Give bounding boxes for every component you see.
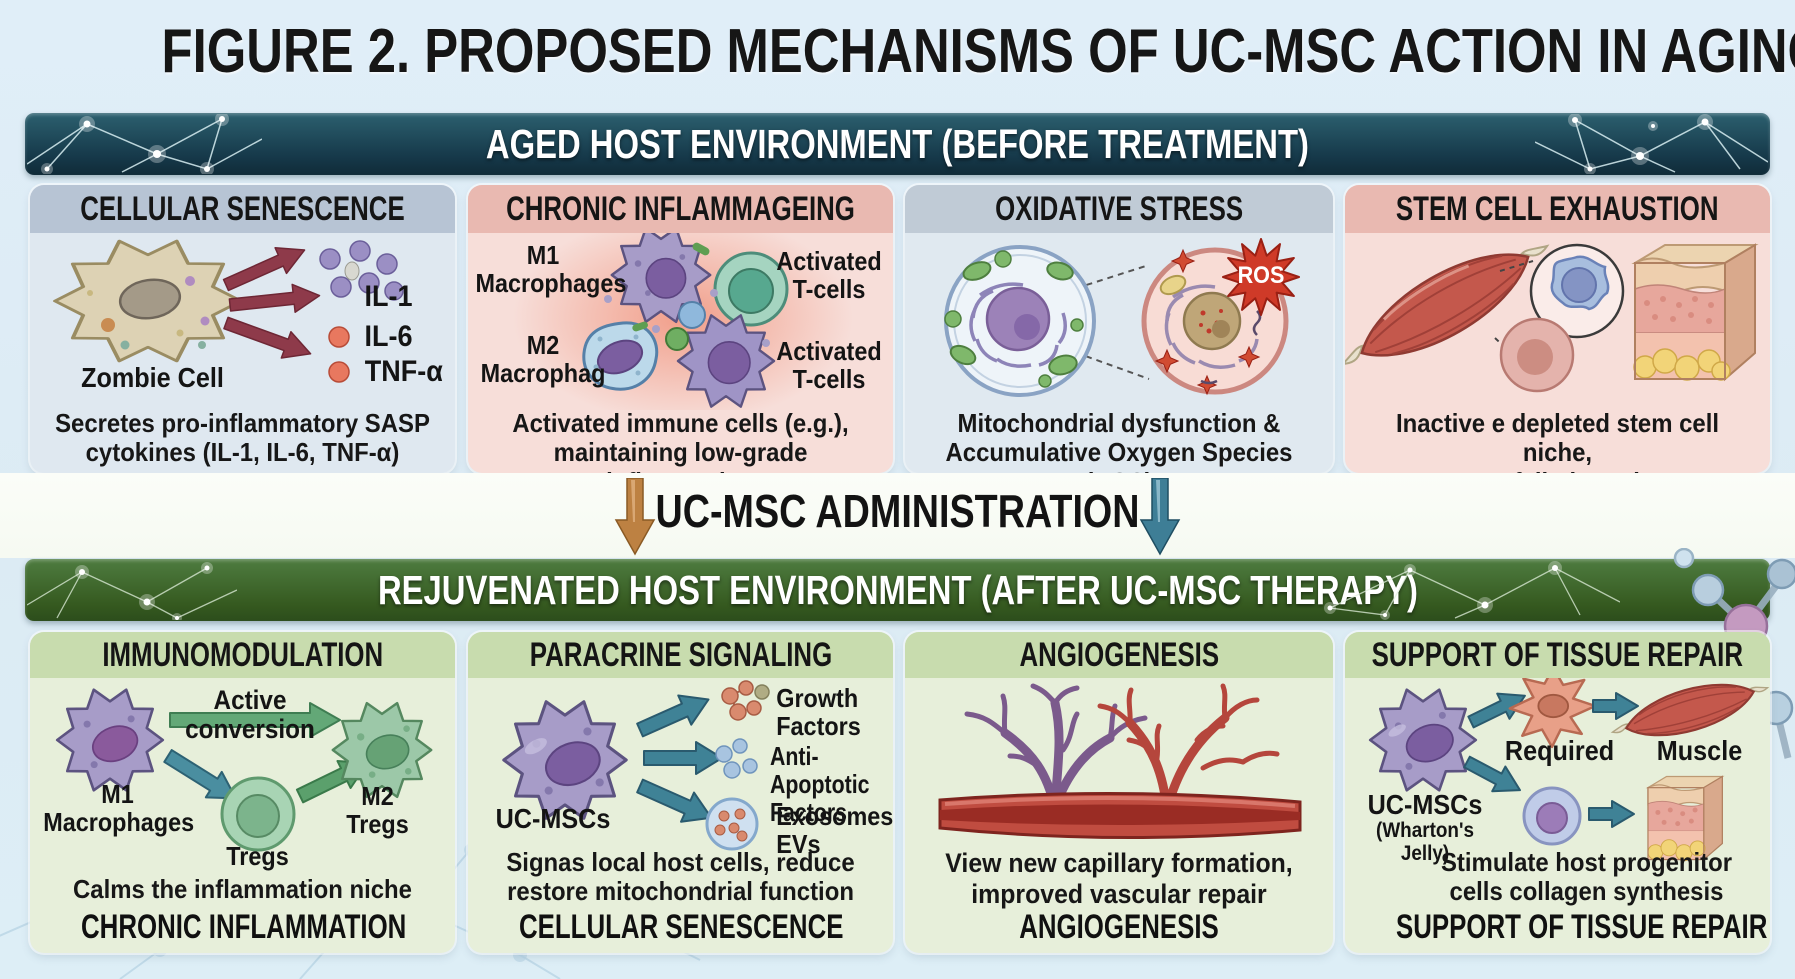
zombie-cell-label: Zombie Cell xyxy=(81,362,224,393)
uc-msc-cell2-icon xyxy=(1368,688,1478,792)
panel-cellular-senescence-title: CELLULAR SENESCENCE xyxy=(80,189,405,228)
m2-tregs-label: M2 Tregs xyxy=(346,781,409,840)
banner-after-text: REJUVENATED HOST ENVIRONMENT (AFTER UC-M… xyxy=(377,566,1418,613)
panel-paracrine-signaling-header: PARACRINE SIGNALING xyxy=(468,632,893,678)
panel-oxidative-stress: OXIDATIVE STRESS xyxy=(905,185,1333,473)
panel-immunomodulation: IMMUNOMODULATION Active conversion M1 Ma… xyxy=(30,632,455,953)
panel-tissue-repair-header: SUPPORT OF TISSUE REPAIR xyxy=(1345,632,1770,678)
progenitor-cell2-icon xyxy=(1522,786,1582,846)
growth-factors-icon xyxy=(721,680,770,721)
secretion-arrows-icon xyxy=(636,694,723,823)
progenitor-cell-icon xyxy=(1499,317,1575,393)
uc-msc-cell-icon xyxy=(502,700,628,820)
panel-cellular-senescence-header: CELLULAR SENESCENCE xyxy=(30,185,455,233)
stem-cell-icon xyxy=(1529,243,1625,339)
activated-tcells-top-label: Activated T-cells xyxy=(776,246,882,305)
panel-angiogenesis-header: ANGIOGENESIS xyxy=(905,632,1333,678)
growth-factors-label: Growth Factors xyxy=(776,683,861,742)
healthy-cell-icon xyxy=(944,245,1096,397)
whartons-jelly-label: (Wharton's Jelly) xyxy=(1376,819,1474,865)
blood-vessel-icon xyxy=(938,791,1302,840)
panel-cellular-senescence: CELLULAR SENESCENCE xyxy=(30,185,455,473)
panel-immunomodulation-footer: CHRONIC INFLAMMATION xyxy=(81,908,407,946)
anti-apoptotic-factors-icon xyxy=(715,738,758,779)
m1-macrophages-after-label: M1 Macrophages xyxy=(43,779,195,838)
exosomes-icon xyxy=(705,797,759,851)
banner-aged-host-environment: AGED HOST ENVIRONMENT (BEFORE TREATMENT) xyxy=(25,113,1770,175)
m1-macrophages-label: M1 Macrophages xyxy=(475,240,627,299)
panel-cellular-senescence-caption: Secretes pro-inflammatory SASP cytokines… xyxy=(55,408,430,468)
panel-immunomodulation-caption: Calms the inflammation niche xyxy=(73,874,412,904)
muscle-label: Muscle xyxy=(1656,735,1743,766)
panel-stem-cell-exhaustion-header: STEM CELL EXHAUSTION xyxy=(1345,185,1770,233)
activated-tcells-bottom-label: Activated T-cells xyxy=(776,336,882,395)
panel-chronic-inflammageing: CHRONIC INFLAMMAGEING xyxy=(468,185,893,473)
panel-paracrine-signaling-footer: CELLULAR SENESCENCE xyxy=(519,908,844,946)
muscle-icon xyxy=(1345,244,1550,366)
uc-mscs-label: UC-MSCs xyxy=(495,803,611,834)
panel-immunomodulation-header: IMMUNOMODULATION xyxy=(30,632,455,678)
panel-paracrine-signaling: PARACRINE SIGNALING xyxy=(468,632,893,953)
panel-immunomodulation-title: IMMUNOMODULATION xyxy=(102,635,383,674)
panel-tissue-repair-footer: SUPPORT OF TISSUE REPAIR xyxy=(1396,908,1768,946)
figure-title: FIGURE 2. PROPOSED MECHANISMS OF UC-MSC … xyxy=(0,16,1795,87)
figure-title-text: FIGURE 2. PROPOSED MECHANISMS OF UC-MSC … xyxy=(161,17,1795,86)
panel-stem-cell-exhaustion-title: STEM CELL EXHAUSTION xyxy=(1396,189,1719,228)
tregs-label: Tregs xyxy=(226,841,289,871)
panel-angiogenesis-caption: View new capillary formation, improved v… xyxy=(945,848,1293,909)
panel-chronic-inflammageing-header: CHRONIC INFLAMMAGEING xyxy=(468,185,893,233)
cytokine-tnfa-label: TNF-α xyxy=(364,355,443,388)
skin-block-icon xyxy=(1631,243,1759,382)
panel-angiogenesis-title: ANGIOGENESIS xyxy=(1019,635,1219,674)
uc-mscs2-label: UC-MSCs xyxy=(1367,789,1483,820)
capillary-tree-red-icon xyxy=(1097,683,1280,815)
exosomes-label: Exosomes/ EVs xyxy=(776,801,893,860)
sasp-arrows-icon xyxy=(222,247,321,359)
panel-stem-cell-exhaustion: STEM CELL EXHAUSTION xyxy=(1345,185,1770,473)
panel-oxidative-stress-caption: Mitochondrial dysfunction & Accumulative… xyxy=(945,408,1293,473)
oxidative-stress-cells-illustration xyxy=(944,238,1300,397)
capillary-illustration xyxy=(938,683,1302,840)
capillary-tree-purple-icon xyxy=(964,683,1148,813)
administration-label: UC-MSC ADMINISTRATION xyxy=(0,484,1795,538)
panel-angiogenesis-footer: ANGIOGENESIS xyxy=(1019,908,1219,946)
panel-paracrine-signaling-caption: Signas local host cells, reduce restore … xyxy=(506,847,855,907)
m2-macrophage-label: M2 Macrophag xyxy=(480,330,606,389)
panel-chronic-inflammageing-caption: Activated immune cells (e.g.), maintaini… xyxy=(512,408,849,473)
panel-tissue-repair-title: SUPPORT OF TISSUE REPAIR xyxy=(1371,635,1744,674)
tregs-cell-icon xyxy=(220,776,296,852)
cytokine-il1-label: IL-1 xyxy=(364,280,413,313)
panel-oxidative-stress-title: OXIDATIVE STRESS xyxy=(995,189,1243,228)
panel-stem-cell-exhaustion-caption: Inactive e depleted stem cell niche, e.g… xyxy=(1395,408,1720,473)
panel-tissue-repair-caption: Stimulate host progenitor cells collagen… xyxy=(1440,847,1733,907)
panel-paracrine-signaling-title: PARACRINE SIGNALING xyxy=(529,635,832,674)
stem-cell-niche-illustration xyxy=(1345,243,1759,393)
administration-band xyxy=(0,473,1795,558)
panel-angiogenesis: ANGIOGENESIS xyxy=(905,632,1333,953)
banner-before-text: AGED HOST ENVIRONMENT (BEFORE TREATMENT) xyxy=(485,120,1310,167)
required-label: Required xyxy=(1504,735,1615,766)
panel-tissue-repair: SUPPORT OF TISSUE REPAIR xyxy=(1345,632,1770,953)
panel-oxidative-stress-header: OXIDATIVE STRESS xyxy=(905,185,1333,233)
active-conversion-label: Active conversion xyxy=(185,685,315,745)
banner-rejuvenated-host-environment: REJUVENATED HOST ENVIRONMENT (AFTER UC-M… xyxy=(25,559,1770,621)
administration-label-text: UC-MSC ADMINISTRATION xyxy=(655,485,1140,537)
cytokine-il6-label: IL-6 xyxy=(364,320,413,353)
anti-apoptotic-label: Anti-Apoptotic Factors xyxy=(770,741,870,828)
ros-badge-label: ROS xyxy=(1237,262,1285,289)
panel-chronic-inflammageing-title: CHRONIC INFLAMMAGEING xyxy=(506,189,855,228)
